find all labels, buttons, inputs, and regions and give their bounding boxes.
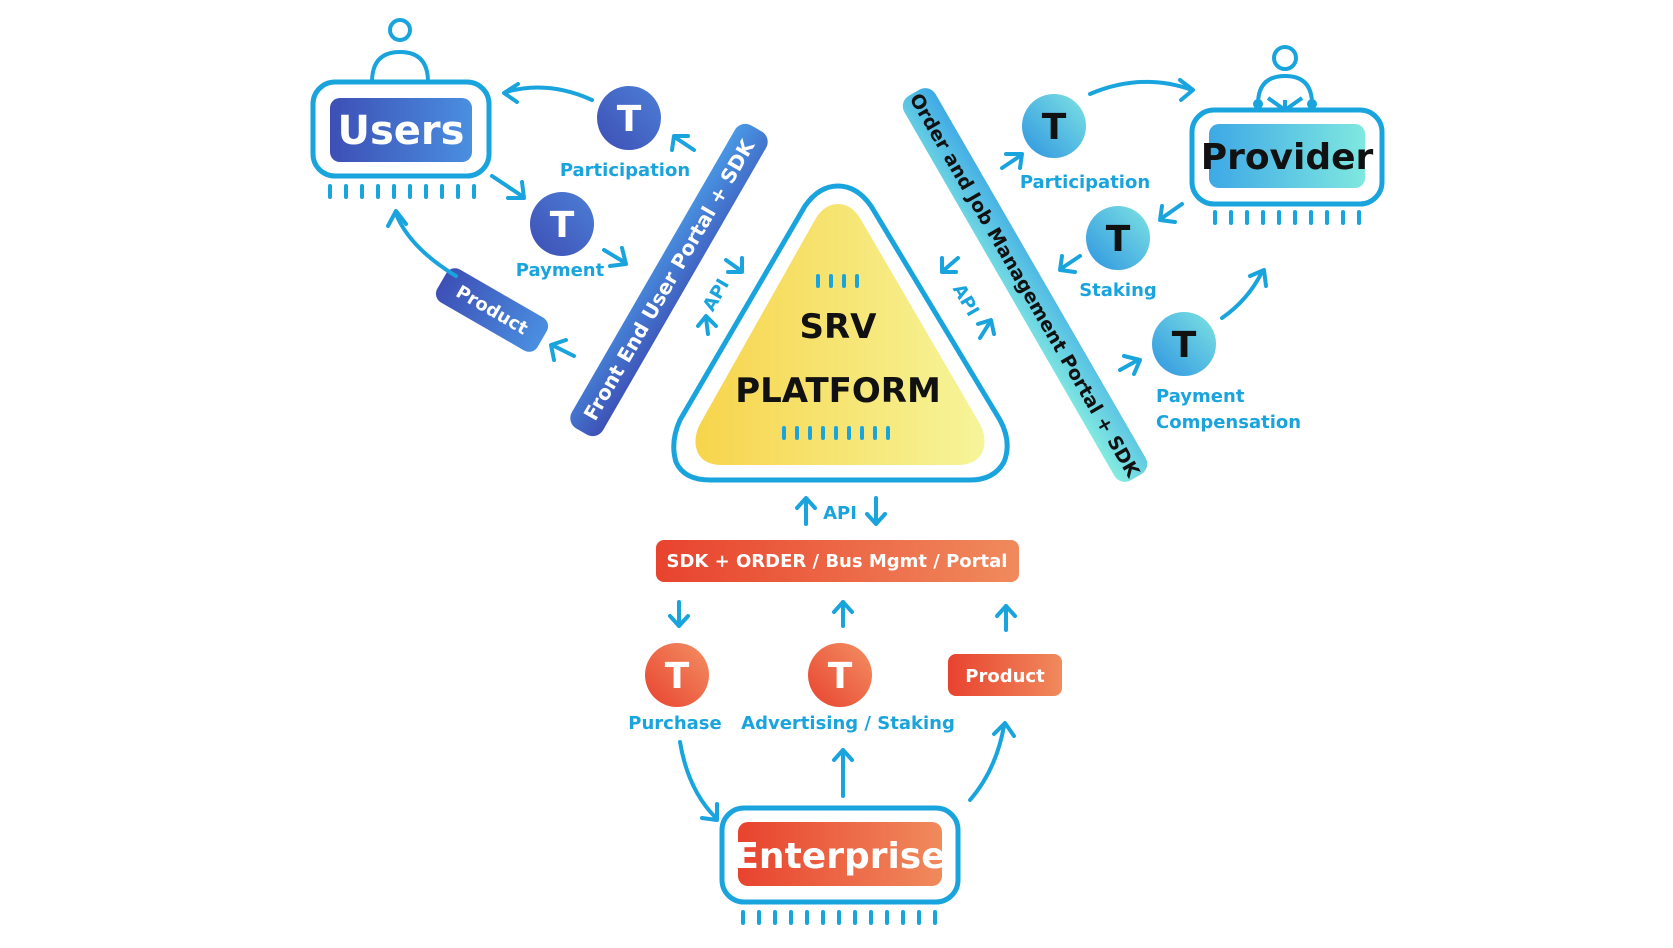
platform-inner-fill <box>695 204 985 465</box>
token-provider-participation[interactable]: T <box>1022 94 1086 158</box>
provider-label-box <box>1209 124 1365 188</box>
user-person-shoulders <box>370 49 430 83</box>
enterprise-product-pill[interactable]: Product <box>948 654 1062 696</box>
enterprise-label-box <box>738 822 942 886</box>
flow-arrows <box>386 78 1268 822</box>
api-right: API <box>948 280 983 320</box>
label-provider-payment-line1: Payment <box>1156 386 1245 407</box>
api-left: API <box>699 275 734 315</box>
label-provider-payment-line2: Compensation <box>1156 412 1301 433</box>
svg-text:API: API <box>948 280 983 320</box>
users-label-box <box>330 98 472 162</box>
label-provider-participation: Participation <box>1020 172 1150 193</box>
sdk-order-bar[interactable]: SDK + ORDER / Bus Mgmt / Portal <box>656 540 1019 582</box>
users-label: Users <box>338 108 465 154</box>
srv-platform[interactable]: SRV PLATFORM <box>671 183 1010 483</box>
token-users-payment[interactable]: T <box>530 192 594 256</box>
label-users-participation: Participation <box>560 160 690 181</box>
platform-top-ticks <box>816 274 859 288</box>
svg-text:T: T <box>550 205 575 246</box>
provider-ticks <box>1213 210 1361 225</box>
enterprise-ticks <box>741 910 937 925</box>
label-enterprise-purchase: Purchase <box>628 713 721 734</box>
label-provider-staking: Staking <box>1079 280 1157 301</box>
token-provider-payment[interactable]: T <box>1152 312 1216 376</box>
svg-text:T: T <box>617 99 642 140</box>
provider-label: Provider <box>1201 137 1374 178</box>
platform-title-line2: PLATFORM <box>735 371 941 411</box>
provider-steering-icon <box>1256 73 1314 113</box>
platform-bottom-ticks <box>782 426 890 440</box>
user-person-icon <box>388 18 412 42</box>
users-node[interactable]: Users <box>310 18 492 199</box>
svg-text:API: API <box>699 275 734 315</box>
token-provider-staking[interactable]: T <box>1086 206 1150 270</box>
api-bottom: API <box>823 503 857 524</box>
svg-text:T: T <box>828 656 853 697</box>
svg-text:T: T <box>1172 325 1197 366</box>
token-enterprise-purchase[interactable]: T <box>645 643 709 707</box>
svg-text:T: T <box>1042 107 1067 148</box>
users-ticks <box>328 184 476 199</box>
provider-person-icon <box>1272 45 1298 71</box>
enterprise-node[interactable]: Enterprise <box>719 805 961 925</box>
provider-node[interactable]: Provider <box>1189 45 1385 225</box>
enterprise-label: Enterprise <box>734 836 945 877</box>
label-users-payment: Payment <box>516 260 605 281</box>
platform-title-line1: SRV <box>800 307 878 347</box>
token-users-participation[interactable]: T <box>597 86 661 150</box>
token-enterprise-advertising[interactable]: T <box>808 643 872 707</box>
svg-text:T: T <box>1106 219 1131 260</box>
enterprise-product-label: Product <box>965 666 1045 687</box>
label-enterprise-advertising: Advertising / Staking <box>741 713 955 734</box>
sdk-order-label: SDK + ORDER / Bus Mgmt / Portal <box>667 551 1008 572</box>
svg-text:T: T <box>665 656 690 697</box>
